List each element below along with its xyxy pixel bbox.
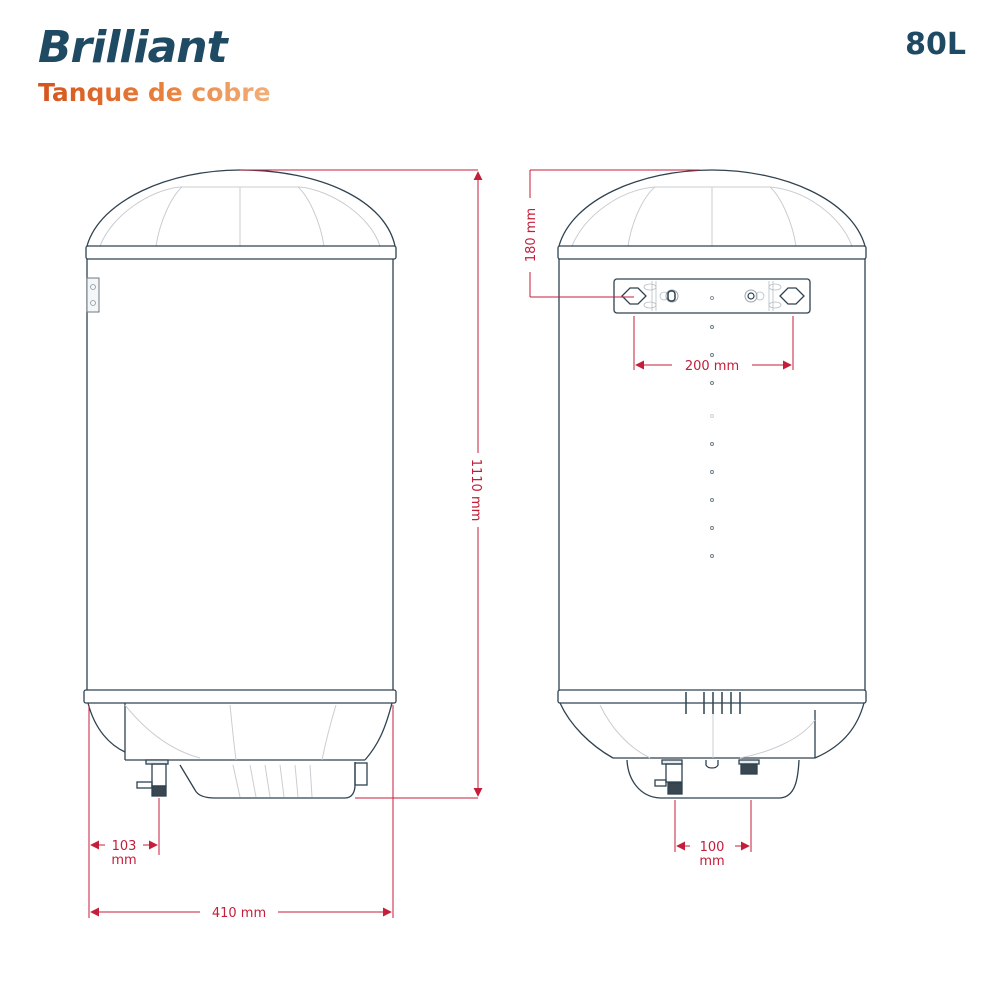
product-subtitle: Tanque de cobre [38, 78, 271, 107]
pipe-spacing-value: 100 [700, 840, 725, 855]
mount-hole-left [621, 287, 647, 305]
bracket-spacing-label: 200 mm [685, 359, 739, 374]
center-marker-dots [710, 325, 714, 558]
width-dimension-label: 410 mm [212, 906, 266, 921]
capacity-label: 80L [905, 27, 966, 62]
front-dimensions [529, 169, 794, 852]
brand-title: Brilliant [38, 22, 228, 73]
lower-housing [626, 759, 800, 799]
cold-pipe-thread [667, 782, 683, 795]
lower-housing [179, 762, 356, 799]
top-ring [557, 245, 867, 260]
side-pipe-thread [151, 785, 167, 797]
pipe-offset-unit: mm [111, 853, 136, 868]
side-bracket [86, 277, 100, 313]
vent-slots [685, 692, 741, 714]
bottom-ring [83, 689, 397, 704]
height-dimension-label: 1110 mm [468, 459, 483, 522]
side-dimensions [88, 169, 483, 918]
top-dome [86, 169, 396, 247]
pipe-spacing-unit: mm [699, 854, 724, 869]
wall-bracket [613, 278, 811, 314]
hot-pipe-thread [740, 763, 758, 775]
bracket-top-dimension-label: 180 mm [524, 208, 539, 262]
side-cap [354, 762, 368, 786]
pipe-offset-value: 103 [112, 839, 137, 854]
side-view [83, 169, 397, 799]
top-dome [558, 169, 866, 247]
mount-hole-right [779, 287, 805, 305]
top-ring [85, 245, 397, 260]
front-view [557, 169, 867, 799]
dome-panel-lines [99, 186, 381, 247]
